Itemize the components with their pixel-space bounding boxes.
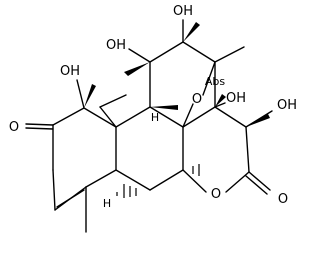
label-abs: Abs [205,75,226,88]
label-oh-c1: OH [60,64,80,79]
label-oh-c11: OH [106,38,126,53]
label-oh-c15: OH [277,98,297,113]
label-ketone-oxygen: O [9,120,19,135]
label-oh-c12: OH [173,4,193,19]
label-lactone-ring-oxygen: O [211,187,221,202]
atom-labels: OH OH OH OH OH O O O O Abs H H [9,4,297,210]
label-oh-c14: OH [226,91,246,106]
bond-lines [25,19,273,233]
label-stereo-h-c9: H [151,111,159,124]
label-lactone-carbonyl-oxygen: O [278,192,288,207]
label-bridge-oxygen: O [192,92,202,107]
label-stereo-h-c5: H [103,197,111,210]
stereo-markers [84,22,270,198]
